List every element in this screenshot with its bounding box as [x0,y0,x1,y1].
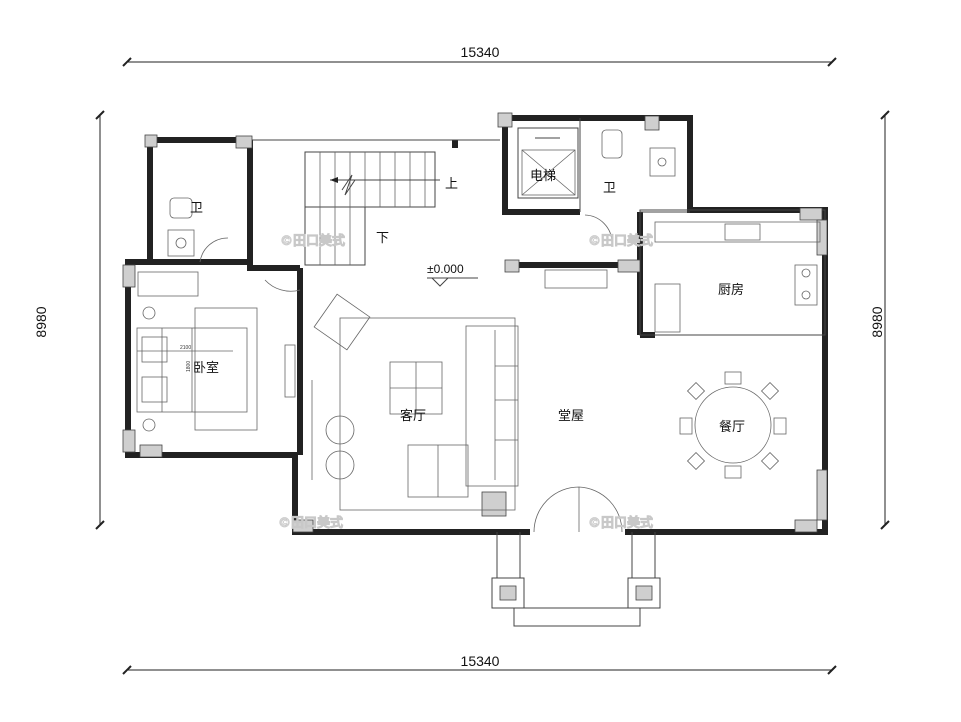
dining-room-label: 餐厅 [719,419,745,435]
bed-length-label: 1800 [186,361,192,372]
watermark: ©田口美式 [278,515,343,531]
dimension-bottom-label: 15340 [461,653,500,669]
walls [122,112,828,535]
bed-width-label: 2100 [180,345,191,351]
living-room-label: 客厅 [400,408,426,424]
bath-left-label: 卫 [190,201,203,216]
kitchen-label: 厨房 [718,282,744,298]
staircase: 上 下 [304,151,458,266]
cabinet [544,269,608,289]
bedroom: 2100 1800 卧室 [136,271,301,432]
dimension-left: 8980 [33,110,105,530]
dimension-right: 8980 [869,110,890,530]
elevator: 电梯 [517,127,579,199]
bathroom-right: 卫 [584,129,676,244]
elevator-label: 电梯 [530,169,556,184]
main-hall-label: 堂屋 [558,409,584,424]
dining-room: 餐厅 [679,371,787,479]
porch [491,486,661,627]
level-mark-label: ±0.000 [427,262,464,276]
bathroom-left: 卫 [167,197,229,263]
watermark: ©田口美式 [280,233,345,249]
bedroom-label: 卧室 [193,360,219,376]
dimension-top: 15340 [122,44,837,67]
level-marker: ±0.000 [427,262,478,287]
watermark: ©田口美式 [588,233,653,249]
dimension-top-label: 15340 [461,44,500,60]
living-room: 客厅 [311,293,519,511]
kitchen: 厨房 [654,221,821,333]
stair-up-label: 上 [445,177,458,192]
dimension-left-label: 8980 [33,306,49,337]
bath-right-label: 卫 [603,181,616,196]
dimension-bottom: 15340 [122,653,837,675]
stair-down-label: 下 [376,231,389,246]
watermarks: ©田口美式 ©田口美式 ©田口美式 ©田口美式 [278,233,654,532]
watermark: ©田口美式 [588,515,653,531]
dimension-right-label: 8980 [869,306,885,337]
